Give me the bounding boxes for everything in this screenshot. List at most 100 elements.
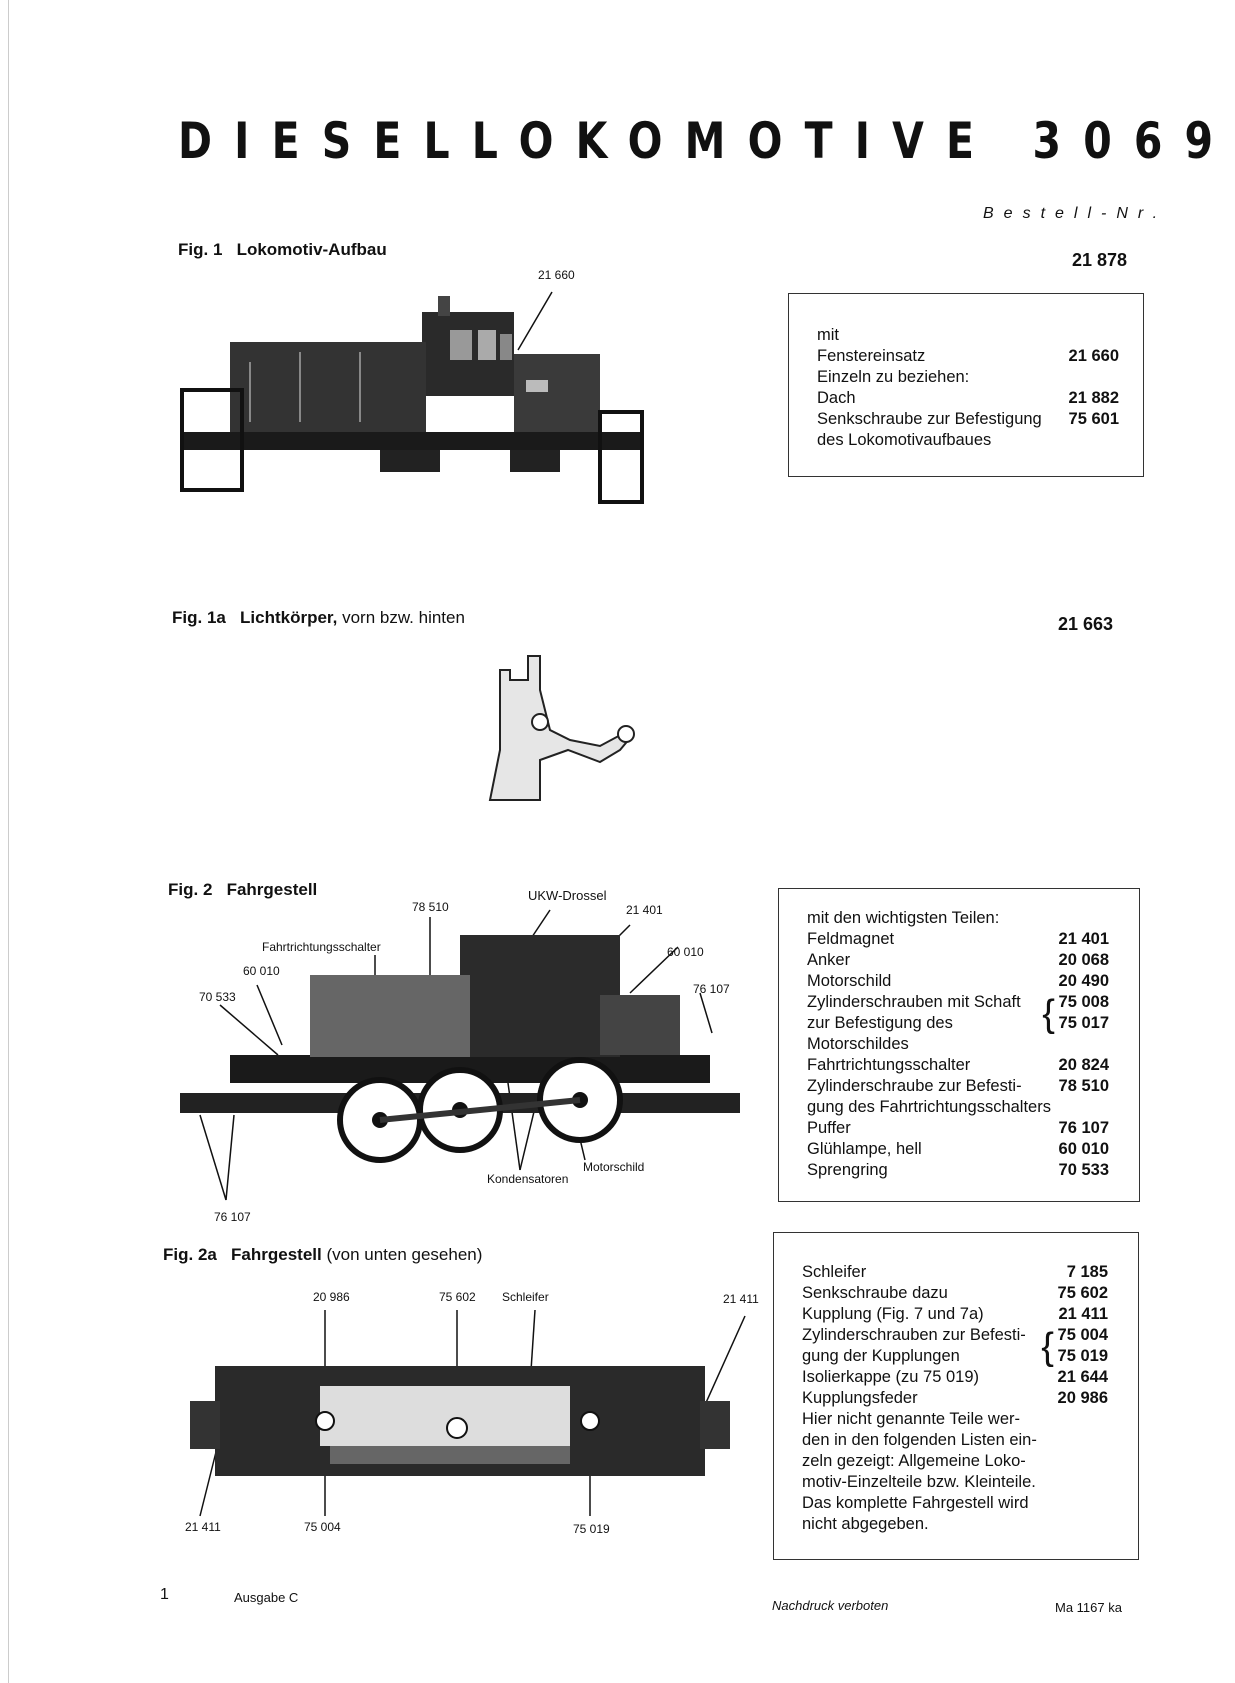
fig2-row: zur Befestigung des	[807, 1014, 953, 1032]
fig2a-row: Senkschraube dazu	[802, 1284, 948, 1302]
fig2-num: 21 401	[1058, 930, 1109, 948]
fig2-callout: 60 010	[243, 964, 280, 978]
fig1-row: mit	[817, 326, 839, 344]
fig2a-row: Isolierkappe (zu 75 019)	[802, 1368, 980, 1386]
fig1a-suffix: vorn bzw. hinten	[342, 608, 465, 627]
fig2a-row: Kupplungsfeder	[802, 1389, 918, 1407]
fig2a-num: 21 411	[1058, 1305, 1108, 1323]
edition-label: Ausgabe C	[234, 1590, 299, 1605]
fig1-row: Senkschraube zur Befestigung	[817, 410, 1042, 428]
chassis-illustration	[180, 909, 740, 1201]
fig2a-note-line: den in den folgenden Listen ein-	[802, 1431, 1037, 1449]
fig1-row: des Lokomotivaufbaues	[817, 431, 992, 449]
fig2-callout: Kondensatoren	[487, 1172, 569, 1186]
fig2-callout: Fahrtrichtungsschalter	[262, 940, 381, 954]
fig1-row: Dach	[817, 389, 856, 407]
fig2-row: Motorschild	[807, 972, 892, 990]
fig2-callout: 76 107	[214, 1210, 251, 1224]
fig2a-callout: 21 411	[723, 1292, 759, 1306]
fig1-caption: Fig. 1 Lokomotiv-Aufbau	[178, 240, 387, 260]
fig2-num: 20 824	[1058, 1056, 1109, 1074]
underside-illustration	[190, 1309, 746, 1517]
fig1-callout-21660: 21 660	[538, 268, 575, 282]
fig2-num: 76 107	[1058, 1119, 1109, 1137]
fig2a-suffix: (von unten gesehen)	[326, 1245, 483, 1264]
order-number-label: Bestell-Nr.	[983, 205, 1168, 222]
fig2-callout: 21 401	[626, 903, 663, 917]
fig2a-num: 75 019	[1057, 1347, 1108, 1365]
fig2-callout: UKW-Drossel	[528, 888, 607, 903]
fig2a-note-line: motiv-Einzelteile bzw. Kleinteile.	[802, 1473, 1036, 1491]
fig2a-callout: 20 986	[313, 1290, 350, 1304]
fig1-part-number: 21 878	[1072, 250, 1128, 270]
fig2-num: 75 017	[1058, 1014, 1109, 1032]
fig2-row: Sprengring	[807, 1161, 888, 1179]
fig2-row: Fahrtrichtungsschalter	[807, 1056, 971, 1074]
fig2-callout: Motorschild	[583, 1160, 645, 1174]
scan-edge-line	[8, 0, 9, 1683]
fig2-row: gung des Fahrtrichtungsschalters	[807, 1098, 1051, 1116]
fig2-parts-box: mit den wichtigsten Teilen: Feldmagnet A…	[778, 888, 1140, 1202]
fig1-label: Fig. 1	[178, 240, 223, 259]
fig2a-num: 7 185	[1066, 1263, 1108, 1281]
fig1a-caption: Fig. 1a Lichtkörper, vorn bzw. hinten	[172, 608, 465, 628]
fig2a-num: 20 986	[1057, 1389, 1108, 1407]
fig2a-callout: 75 019	[573, 1522, 610, 1536]
fig2-callout: 78 510	[412, 900, 449, 914]
fig1a-part-number: 21 663	[1058, 614, 1114, 634]
fig1a-name: Lichtkörper,	[240, 608, 338, 627]
fig2-row: Zylinderschrauben mit Schaft	[807, 993, 1021, 1011]
fig2-num: 70 533	[1058, 1161, 1109, 1179]
fig2a-row: Schleifer	[802, 1263, 867, 1281]
fig2-row: Puffer	[807, 1119, 851, 1137]
fig2a-note-line: Das komplette Fahrgestell wird	[802, 1494, 1029, 1512]
locomotive-body-illustration	[180, 291, 644, 504]
fig2-row: Anker	[807, 951, 851, 969]
fig2-callout: 70 533	[199, 990, 236, 1004]
fig2a-label: Fig. 2a	[163, 1245, 217, 1264]
fig2-callout: 76 107	[693, 982, 730, 996]
fig2a-callout: Schleifer	[502, 1290, 549, 1304]
fig1-name: Lokomotiv-Aufbau	[236, 240, 387, 259]
fig1-num: 75 601	[1068, 410, 1119, 428]
fig2a-parts-box: Schleifer Senkschraube dazu Kupplung (Fi…	[773, 1232, 1139, 1560]
fig2a-callout: 75 602	[439, 1290, 476, 1304]
fig2-row: Glühlampe, hell	[807, 1140, 922, 1158]
fig2a-note-line: zeln gezeigt: Allgemeine Loko-	[802, 1452, 1026, 1470]
fig2-num: 20 068	[1058, 951, 1109, 969]
fig2a-note-line: Hier nicht genannte Teile wer-	[802, 1410, 1020, 1428]
fig2a-num: 75 004	[1057, 1326, 1108, 1344]
fig2a-name: Fahrgestell	[231, 1245, 322, 1264]
page-title: DIESELLOKOMOTIVE 3069	[178, 112, 1235, 170]
fig2-label: Fig. 2	[168, 880, 213, 899]
fig2a-callout: 21 411	[185, 1520, 221, 1534]
fig2a-caption: Fig. 2a Fahrgestell (von unten gesehen)	[163, 1245, 482, 1265]
fig2a-note-line: nicht abgegeben.	[802, 1515, 929, 1533]
fig2a-callout: 75 004	[304, 1520, 341, 1534]
page-number: 1	[160, 1586, 169, 1603]
fig2a-row: Zylinderschrauben zur Befesti-	[802, 1326, 1026, 1344]
fig2a-row: gung der Kupplungen	[802, 1347, 960, 1365]
fig2a-num: 75 602	[1057, 1284, 1108, 1302]
fig2-num: 78 510	[1058, 1077, 1109, 1095]
reprint-notice: Nachdruck verboten	[772, 1598, 889, 1613]
fig1-row: Fenstereinsatz	[817, 347, 926, 365]
document-code: Ma 1167 ka	[1055, 1600, 1122, 1615]
fig1-num: 21 882	[1068, 389, 1119, 407]
fig2-row: Zylinderschraube zur Befesti-	[807, 1077, 1022, 1095]
fig2-num: 60 010	[1058, 1140, 1109, 1158]
fig2-caption: Fig. 2 Fahrgestell	[168, 880, 317, 900]
fig1-num: 21 660	[1068, 347, 1119, 365]
fig2-name: Fahrgestell	[226, 880, 318, 899]
fig1-parts-box: mit Fenstereinsatz Einzeln zu beziehen: …	[788, 293, 1144, 477]
fig1-row: Einzeln zu beziehen:	[817, 368, 970, 386]
fig2-brace: {	[1042, 993, 1055, 1035]
fig2-heading: mit den wichtigsten Teilen:	[807, 909, 1000, 927]
fig2-num: 75 008	[1058, 993, 1109, 1011]
fig2a-brace: {	[1041, 1326, 1054, 1368]
fig2a-row: Kupplung (Fig. 7 und 7a)	[802, 1305, 984, 1323]
light-body-illustration	[488, 655, 635, 801]
fig1a-label: Fig. 1a	[172, 608, 226, 627]
fig2-num: 20 490	[1058, 972, 1109, 990]
fig2a-num: 21 644	[1057, 1368, 1108, 1386]
